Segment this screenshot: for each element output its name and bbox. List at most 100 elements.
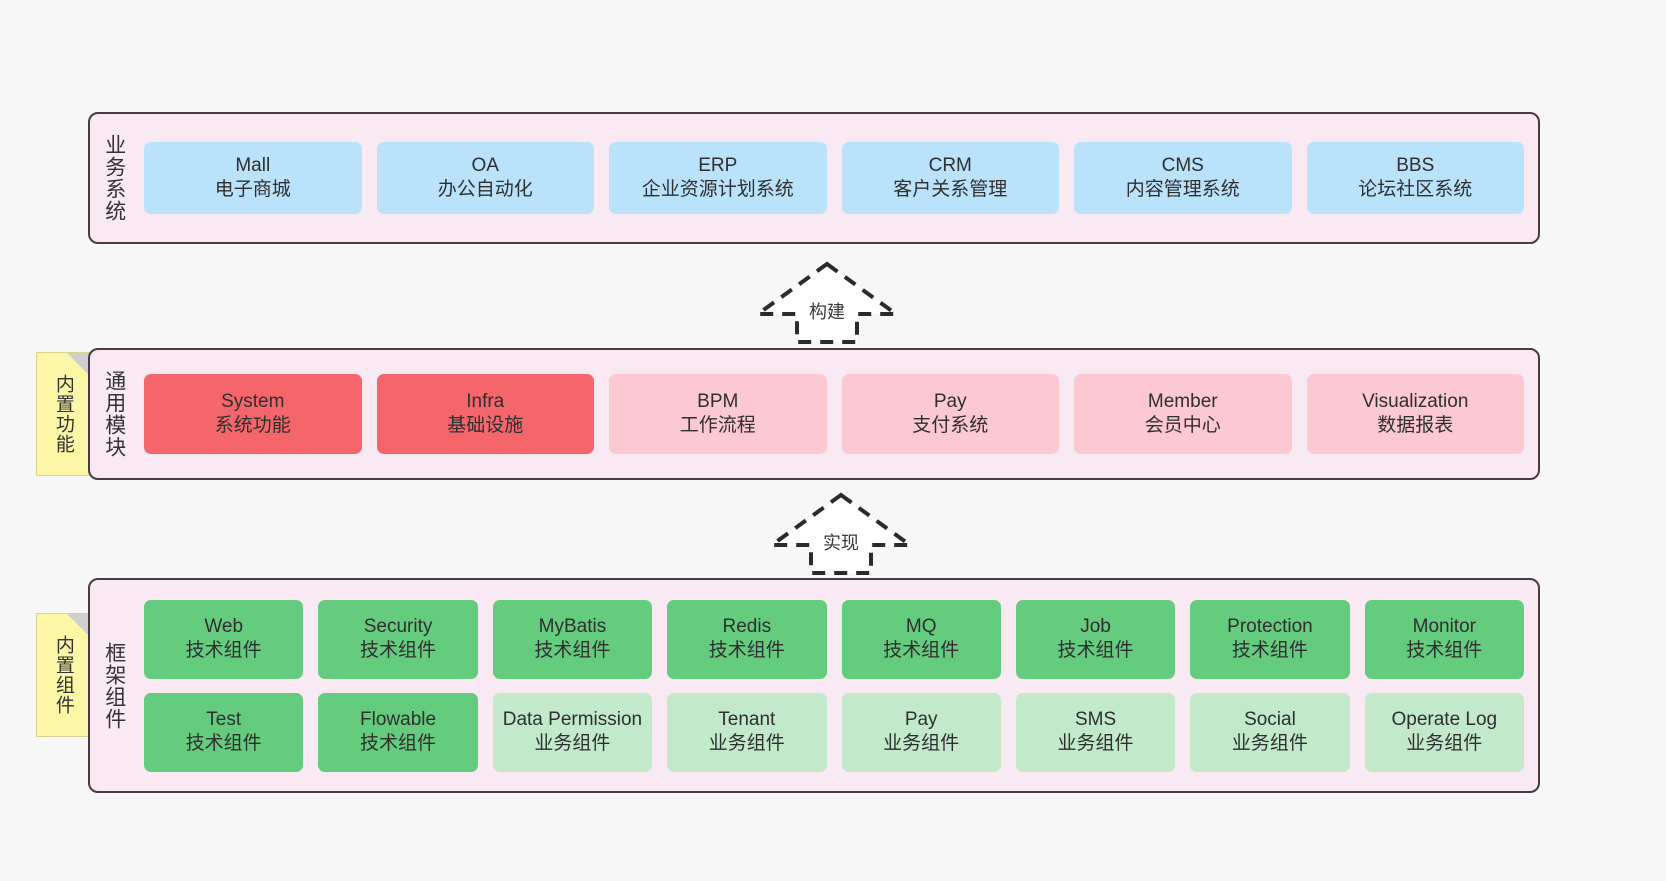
arrow-realize-label: 实现 (823, 533, 859, 553)
component-card-tenant[interactable]: Tenant 业务组件 (667, 692, 827, 772)
note-fold-corner (67, 614, 89, 636)
note-tag-builtin-function: 内置功能 (36, 352, 90, 476)
card-title: Monitor (1412, 615, 1476, 637)
note-label: 内置组件 (52, 635, 74, 715)
card-subtitle: 系统功能 (214, 415, 291, 436)
component-card-monitor[interactable]: Monitor 技术组件 (1364, 599, 1524, 679)
module-card-member[interactable]: Member 会员中心 (1074, 374, 1292, 454)
component-card-pay[interactable]: Pay 业务组件 (841, 692, 1001, 772)
card-subtitle: 技术组件 (883, 640, 960, 661)
card-title: OA (471, 154, 499, 176)
card-title: Data Permission (502, 708, 643, 730)
component-card-job[interactable]: Job 技术组件 (1015, 599, 1176, 679)
module-card-pay[interactable]: Pay 支付系统 (841, 374, 1059, 454)
arrow-build-label: 构建 (809, 302, 845, 322)
card-subtitle: 技术组件 (360, 733, 437, 754)
card-title: Operate Log (1391, 708, 1498, 730)
card-title: Member (1147, 390, 1218, 412)
card-subtitle: 技术组件 (185, 733, 262, 754)
layer-business-system: 业务系统 Mall 电子商城 OA 办公自动化 ERP 企业资源计划系统 CRM… (88, 112, 1540, 244)
card-subtitle: 企业资源计划系统 (641, 179, 794, 200)
row: Test 技术组件 Flowable 技术组件 Data Permission … (144, 692, 1524, 772)
module-card-crm[interactable]: CRM 客户关系管理 (841, 142, 1059, 214)
card-subtitle: 办公自动化 (437, 179, 533, 200)
component-card-data-permission[interactable]: Data Permission 业务组件 (492, 692, 653, 772)
module-card-visualization[interactable]: Visualization 数据报表 (1306, 374, 1524, 454)
row: System 系统功能 Infra 基础设施 BPM 工作流程 Pay 支付系统… (144, 374, 1524, 454)
card-subtitle: 业务组件 (534, 733, 611, 754)
component-card-mq[interactable]: MQ 技术组件 (841, 599, 1001, 679)
component-card-sms[interactable]: SMS 业务组件 (1015, 692, 1176, 772)
module-card-bpm[interactable]: BPM 工作流程 (609, 374, 827, 454)
component-card-social[interactable]: Social 业务组件 (1190, 692, 1350, 772)
card-title: Pay (933, 390, 967, 412)
note-fold-corner (67, 353, 89, 375)
card-title: Job (1080, 615, 1111, 637)
card-title: Visualization (1362, 390, 1469, 412)
card-title: MQ (905, 615, 937, 637)
module-card-infra[interactable]: Infra 基础设施 (376, 374, 594, 454)
layer-common-module: 通用模块 System 系统功能 Infra 基础设施 BPM 工作流程 Pay… (88, 348, 1540, 480)
card-title: MyBatis (538, 615, 607, 637)
component-card-mybatis[interactable]: MyBatis 技术组件 (492, 599, 653, 679)
card-title: CRM (928, 154, 972, 176)
card-subtitle: 业务组件 (1057, 733, 1134, 754)
component-card-redis[interactable]: Redis 技术组件 (667, 599, 827, 679)
card-title: BBS (1396, 154, 1435, 176)
card-title: Pay (904, 708, 938, 730)
module-card-mall[interactable]: Mall 电子商城 (144, 142, 362, 214)
card-subtitle: 技术组件 (1231, 640, 1308, 661)
card-subtitle: 数据报表 (1377, 415, 1454, 436)
layer-body-common: System 系统功能 Infra 基础设施 BPM 工作流程 Pay 支付系统… (138, 350, 1538, 478)
card-title: Test (206, 708, 242, 730)
card-subtitle: 技术组件 (360, 640, 437, 661)
card-title: ERP (698, 154, 738, 176)
card-title: CMS (1161, 154, 1204, 176)
component-card-security[interactable]: Security 技术组件 (318, 599, 478, 679)
card-subtitle: 客户关系管理 (893, 179, 1008, 200)
component-card-flowable[interactable]: Flowable 技术组件 (318, 692, 478, 772)
card-subtitle: 支付系统 (912, 415, 989, 436)
module-card-cms[interactable]: CMS 内容管理系统 (1074, 142, 1292, 214)
card-subtitle: 业务组件 (1231, 733, 1308, 754)
card-title: Mall (235, 154, 271, 176)
component-card-test[interactable]: Test 技术组件 (144, 692, 304, 772)
layer-framework-component: 框架组件 Web 技术组件 Security 技术组件 MyBatis 技术组件… (88, 578, 1540, 793)
card-subtitle: 业务组件 (1406, 733, 1483, 754)
note-label: 内置功能 (52, 374, 74, 454)
layer-title-business: 业务系统 (102, 134, 126, 222)
note-tag-builtin-component: 内置组件 (36, 613, 90, 737)
card-subtitle: 技术组件 (708, 640, 785, 661)
layer-title-common: 通用模块 (102, 370, 126, 458)
arrow-realize: 实现 (766, 489, 916, 579)
card-title: System (221, 390, 285, 412)
row: Web 技术组件 Security 技术组件 MyBatis 技术组件 Redi… (144, 599, 1524, 679)
row: Mall 电子商城 OA 办公自动化 ERP 企业资源计划系统 CRM 客户关系… (144, 142, 1524, 214)
module-card-oa[interactable]: OA 办公自动化 (376, 142, 594, 214)
card-title: Infra (466, 390, 505, 412)
card-title: Redis (722, 615, 772, 637)
module-card-bbs[interactable]: BBS 论坛社区系统 (1306, 142, 1524, 214)
module-card-erp[interactable]: ERP 企业资源计划系统 (609, 142, 827, 214)
card-subtitle: 电子商城 (214, 179, 291, 200)
card-title: BPM (697, 390, 739, 412)
card-title: SMS (1074, 708, 1117, 730)
card-title: Protection (1227, 615, 1313, 637)
card-subtitle: 论坛社区系统 (1358, 179, 1473, 200)
layer-body-business: Mall 电子商城 OA 办公自动化 ERP 企业资源计划系统 CRM 客户关系… (138, 114, 1538, 242)
layer-title-framework: 框架组件 (102, 641, 126, 730)
card-subtitle: 技术组件 (534, 640, 611, 661)
component-card-protection[interactable]: Protection 技术组件 (1190, 599, 1350, 679)
card-subtitle: 会员中心 (1144, 415, 1221, 436)
card-subtitle: 技术组件 (1406, 640, 1483, 661)
card-subtitle: 基础设施 (447, 415, 524, 436)
card-title: Security (363, 615, 433, 637)
card-subtitle: 技术组件 (185, 640, 262, 661)
card-title: Web (204, 615, 244, 637)
card-subtitle: 业务组件 (708, 733, 785, 754)
module-card-system[interactable]: System 系统功能 (144, 374, 362, 454)
component-card-web[interactable]: Web 技术组件 (144, 599, 304, 679)
card-subtitle: 工作流程 (679, 415, 756, 436)
component-card-operate-log[interactable]: Operate Log 业务组件 (1364, 692, 1524, 772)
